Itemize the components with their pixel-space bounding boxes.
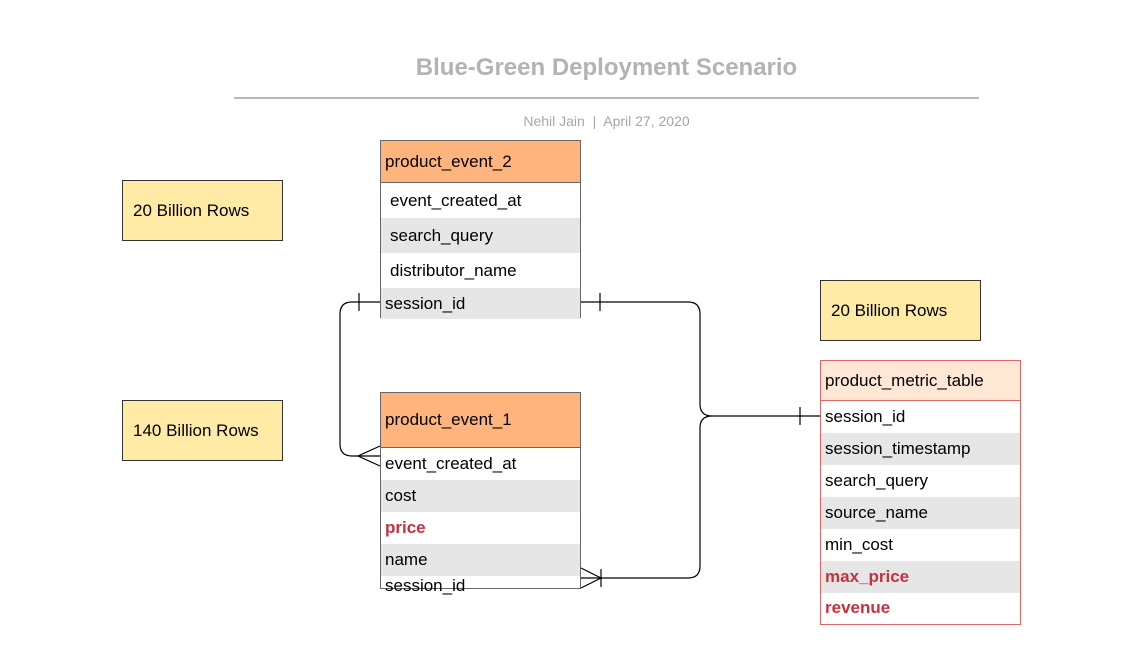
field-name: name	[381, 544, 580, 576]
title-divider	[234, 97, 979, 99]
field-session-id: session_id	[381, 288, 580, 319]
entity-product-event-2[interactable]: product_event_2 event_created_at search_…	[380, 140, 581, 319]
entity-header: product_event_2	[381, 141, 580, 183]
diagram-date: April 27, 2020	[603, 113, 690, 129]
diagram-title: Blue-Green Deployment Scenario	[415, 54, 798, 81]
field-event-created-at: event_created_at	[385, 454, 517, 473]
row-count-note-product-event-1: 140 Billion Rows	[122, 400, 283, 461]
field-max-price: max_price	[821, 561, 1020, 593]
field-distributor-name: distributor_name	[390, 260, 517, 280]
many-marker-pe1-left	[356, 445, 381, 467]
field-search-query: search_query	[381, 218, 580, 253]
field-session-id: session_id	[385, 576, 466, 595]
field-revenue: revenue	[825, 598, 891, 617]
subtitle-separator: |	[592, 113, 597, 129]
connector-pe2-to-pe1	[339, 301, 380, 457]
row-count-note-product-event-2: 20 Billion Rows	[122, 180, 283, 241]
entity-header: product_event_1	[381, 393, 580, 448]
note-text: 20 Billion Rows	[831, 300, 948, 320]
connector-pe2-to-metric	[581, 301, 820, 417]
field-source-name: source_name	[821, 497, 1020, 529]
entity-product-event-1[interactable]: product_event_1 event_created_at cost pr…	[380, 392, 581, 595]
diagram-subtitle: Nehil Jain | April 27, 2020	[234, 113, 979, 129]
field-min-cost: min_cost	[825, 535, 894, 554]
connector-pe1-to-metric	[581, 415, 713, 579]
field-search-query: search_query	[825, 471, 929, 490]
entity-header: product_metric_table	[821, 361, 1020, 401]
row-count-note-product-metric-table: 20 Billion Rows	[820, 280, 981, 341]
entity-product-metric-table[interactable]: product_metric_table session_id session_…	[820, 360, 1021, 625]
note-text: 140 Billion Rows	[133, 420, 259, 440]
note-text: 20 Billion Rows	[133, 200, 250, 220]
field-session-id: session_id	[825, 407, 906, 426]
field-session-timestamp: session_timestamp	[821, 433, 1020, 465]
field-cost: cost	[381, 480, 580, 512]
author-name: Nehil Jain	[523, 113, 585, 129]
field-event-created-at: event_created_at	[390, 190, 522, 210]
field-price: price	[385, 518, 426, 537]
